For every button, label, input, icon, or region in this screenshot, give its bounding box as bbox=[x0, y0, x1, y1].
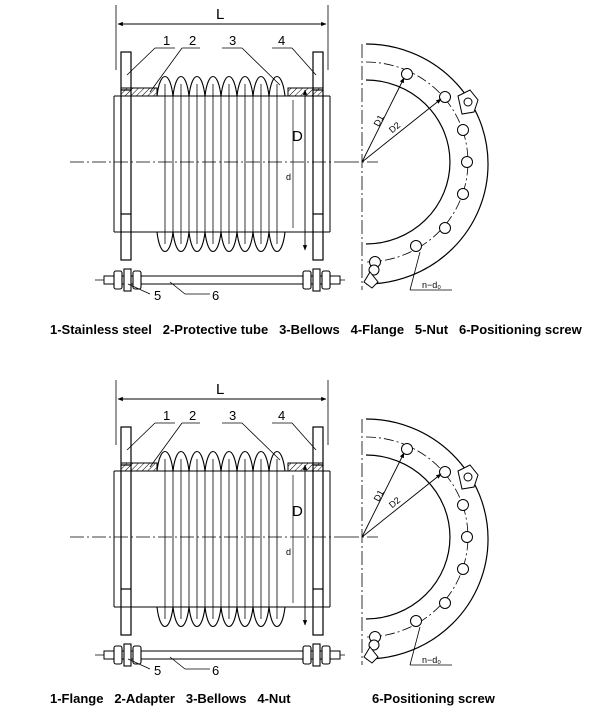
side-view bbox=[70, 5, 345, 294]
caption-item-5: 5-Nut bbox=[414, 322, 449, 337]
callout-3: 3 bbox=[229, 408, 236, 423]
callout-3: 3 bbox=[229, 33, 236, 48]
dimension-l-label: L bbox=[216, 6, 224, 23]
caption-item-6: 6-Positioning screw bbox=[372, 691, 495, 706]
dimension-d-label: D bbox=[292, 128, 303, 145]
flange-d2-label: D2 bbox=[387, 120, 402, 135]
bolt-holes-label: n−d₀ bbox=[422, 655, 441, 665]
callout-5: 5 bbox=[154, 663, 161, 678]
caption-item-2: 2-Adapter bbox=[114, 691, 175, 706]
flange-d1-label: D1 bbox=[372, 488, 386, 503]
caption-item-1: 1-Flange bbox=[50, 691, 104, 706]
caption-item-3: 3-Bellows bbox=[279, 322, 340, 337]
callout-2: 2 bbox=[189, 33, 196, 48]
caption-item-4: 4-Nut bbox=[257, 691, 291, 706]
flange-d1-label: D1 bbox=[372, 113, 386, 128]
dimension-d-label: D bbox=[292, 503, 303, 520]
caption-item-6: 6-Positioning screw bbox=[458, 322, 582, 337]
caption-bottom: 1-Flange 2-Adapter 3-Bellows 4-Nut bbox=[50, 691, 291, 706]
callout-6: 6 bbox=[212, 288, 219, 303]
caption-item-2: 2-Protective tube bbox=[162, 322, 269, 337]
callout-1: 1 bbox=[163, 33, 170, 48]
caption-item-3: 3-Bellows bbox=[185, 691, 247, 706]
flange-face-view bbox=[345, 44, 488, 290]
diagram-top: L D d 1 2 3 4 5 6 D1 D2 n−d₀ bbox=[70, 5, 488, 303]
callout-5: 5 bbox=[154, 288, 161, 303]
diagram-bottom: L D d 1 2 3 4 5 6 D1 D2 n−d₀ bbox=[70, 380, 488, 678]
caption-bottom-screw: 6-Positioning screw bbox=[372, 691, 495, 706]
dimension-small-d-label: d bbox=[286, 547, 291, 557]
callout-1: 1 bbox=[163, 408, 170, 423]
dimension-small-d-label: d bbox=[286, 172, 291, 182]
dimension-l-label: L bbox=[216, 381, 224, 398]
caption-item-1: 1-Stainless steel bbox=[50, 322, 152, 337]
caption-item-4: 4-Flange bbox=[350, 322, 405, 337]
callout-4: 4 bbox=[278, 33, 285, 48]
callout-2: 2 bbox=[189, 408, 196, 423]
side-view bbox=[70, 380, 345, 669]
callout-4: 4 bbox=[278, 408, 285, 423]
caption-top: 1-Stainless steel 2-Protective tube 3-Be… bbox=[50, 322, 582, 337]
flange-face-view bbox=[345, 419, 488, 665]
bolt-holes-label: n−d₀ bbox=[422, 280, 441, 290]
callout-6: 6 bbox=[212, 663, 219, 678]
flange-d2-label: D2 bbox=[387, 495, 402, 510]
